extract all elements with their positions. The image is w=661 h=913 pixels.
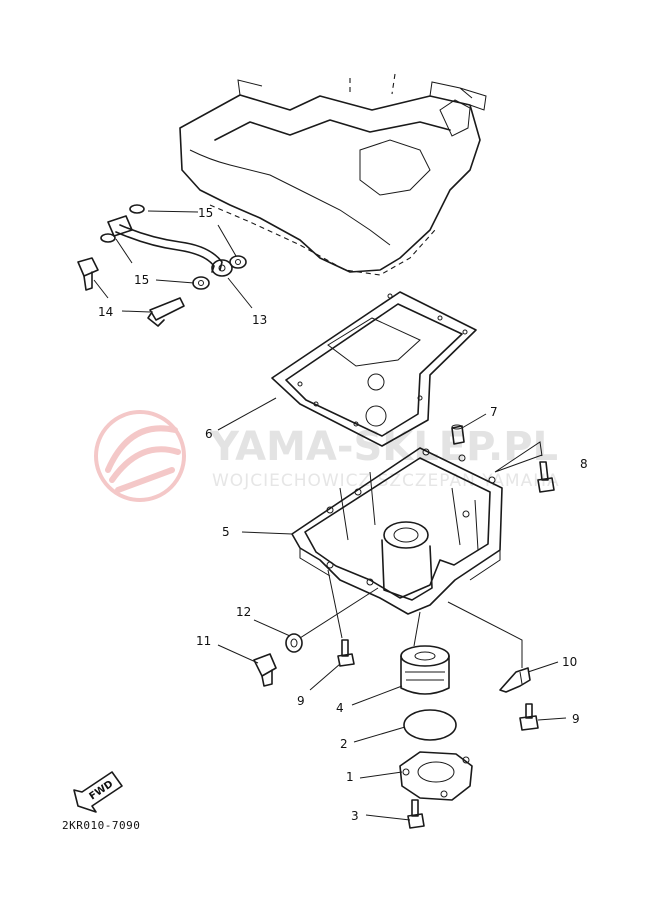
leader-lines	[93, 210, 567, 821]
callout-1: 1	[346, 770, 354, 784]
copper-washers	[100, 204, 247, 290]
pan-bolt-9-left	[337, 639, 355, 667]
forward-direction-marker: FWD	[73, 771, 123, 813]
callout-12: 12	[236, 605, 251, 619]
oil-pan	[291, 447, 503, 615]
watermark: YAMA-SKLEP.PL WOJCIECHOWICZ SZCZEPAN YAM…	[94, 410, 560, 502]
watermark-subtitle: WOJCIECHOWICZ SZCZEPAN YAMAHA	[212, 471, 560, 491]
pan-bolt-9-right	[519, 703, 539, 731]
watermark-title: YAMA-SKLEP.PL	[209, 424, 558, 470]
crankcase-outline	[179, 73, 487, 276]
callout-5: 5	[222, 525, 230, 539]
callout-15-upper: 15	[198, 206, 213, 220]
callout-11: 11	[196, 634, 211, 648]
callout-6: 6	[205, 427, 213, 441]
callouts: 1 2 3 4 5 6 7 8 9 9 10 11 12 13 14 15 15	[98, 206, 588, 823]
pan-bolt-8	[537, 461, 555, 493]
callout-9-left: 9	[297, 694, 305, 708]
callout-2: 2	[340, 737, 348, 751]
filter-cover	[399, 751, 473, 801]
drain-plug	[253, 653, 277, 687]
callout-8: 8	[580, 457, 588, 471]
clamp-bracket	[499, 667, 531, 693]
callout-7: 7	[490, 405, 498, 419]
dowel-pin	[451, 424, 465, 445]
drain-gasket	[285, 633, 303, 653]
callout-10: 10	[562, 655, 577, 669]
watermark-logo	[94, 410, 186, 502]
o-ring	[403, 709, 457, 741]
oil-filter	[400, 645, 450, 695]
oil-pan-gasket	[271, 291, 477, 447]
callout-9-right: 9	[572, 712, 580, 726]
cover-bolt-3	[407, 799, 425, 829]
callout-13: 13	[252, 313, 267, 327]
union-bolt	[77, 257, 185, 327]
drawing-code: 2KR010-7090	[62, 819, 140, 832]
callout-14: 14	[98, 305, 113, 319]
callout-3: 3	[351, 809, 359, 823]
oil-pipe	[107, 215, 233, 277]
callout-15-lower: 15	[134, 273, 149, 287]
callout-4: 4	[336, 701, 344, 715]
